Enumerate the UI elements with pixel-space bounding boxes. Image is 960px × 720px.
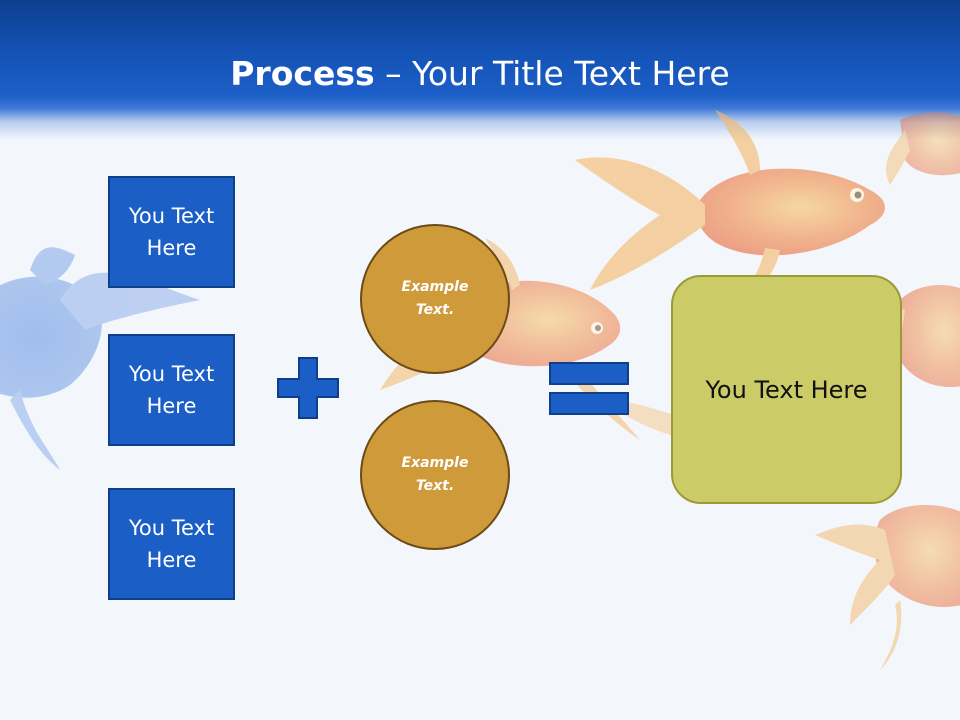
example-circle-2[interactable]: Example Text.	[360, 400, 510, 550]
blue-fish-icon	[0, 247, 200, 470]
left-text-box-1[interactable]: You Text Here	[108, 176, 235, 288]
goldfish-icon	[815, 505, 960, 670]
example-circle-1-label: Example Text.	[401, 279, 469, 318]
equals-icon	[549, 362, 629, 415]
left-text-box-3-label: You Text Here	[128, 516, 215, 572]
goldfish-icon	[885, 112, 960, 185]
example-circle-1[interactable]: Example Text.	[360, 224, 510, 374]
example-circle-2-label: Example Text.	[401, 455, 469, 494]
result-text-box-label: You Text Here	[705, 375, 868, 404]
slide-title: Process – Your Title Text Here	[0, 50, 960, 98]
left-text-box-3[interactable]: You Text Here	[108, 488, 235, 600]
result-text-box[interactable]: You Text Here	[671, 275, 902, 504]
header-band	[0, 0, 960, 140]
title-bold: Process	[230, 54, 375, 93]
left-text-box-2-label: You Text Here	[128, 362, 215, 418]
goldfish-icon	[575, 110, 885, 300]
left-text-box-2[interactable]: You Text Here	[108, 334, 235, 446]
title-rest: – Your Title Text Here	[374, 54, 730, 93]
left-text-box-1-label: You Text Here	[128, 204, 215, 260]
plus-icon	[277, 357, 339, 419]
